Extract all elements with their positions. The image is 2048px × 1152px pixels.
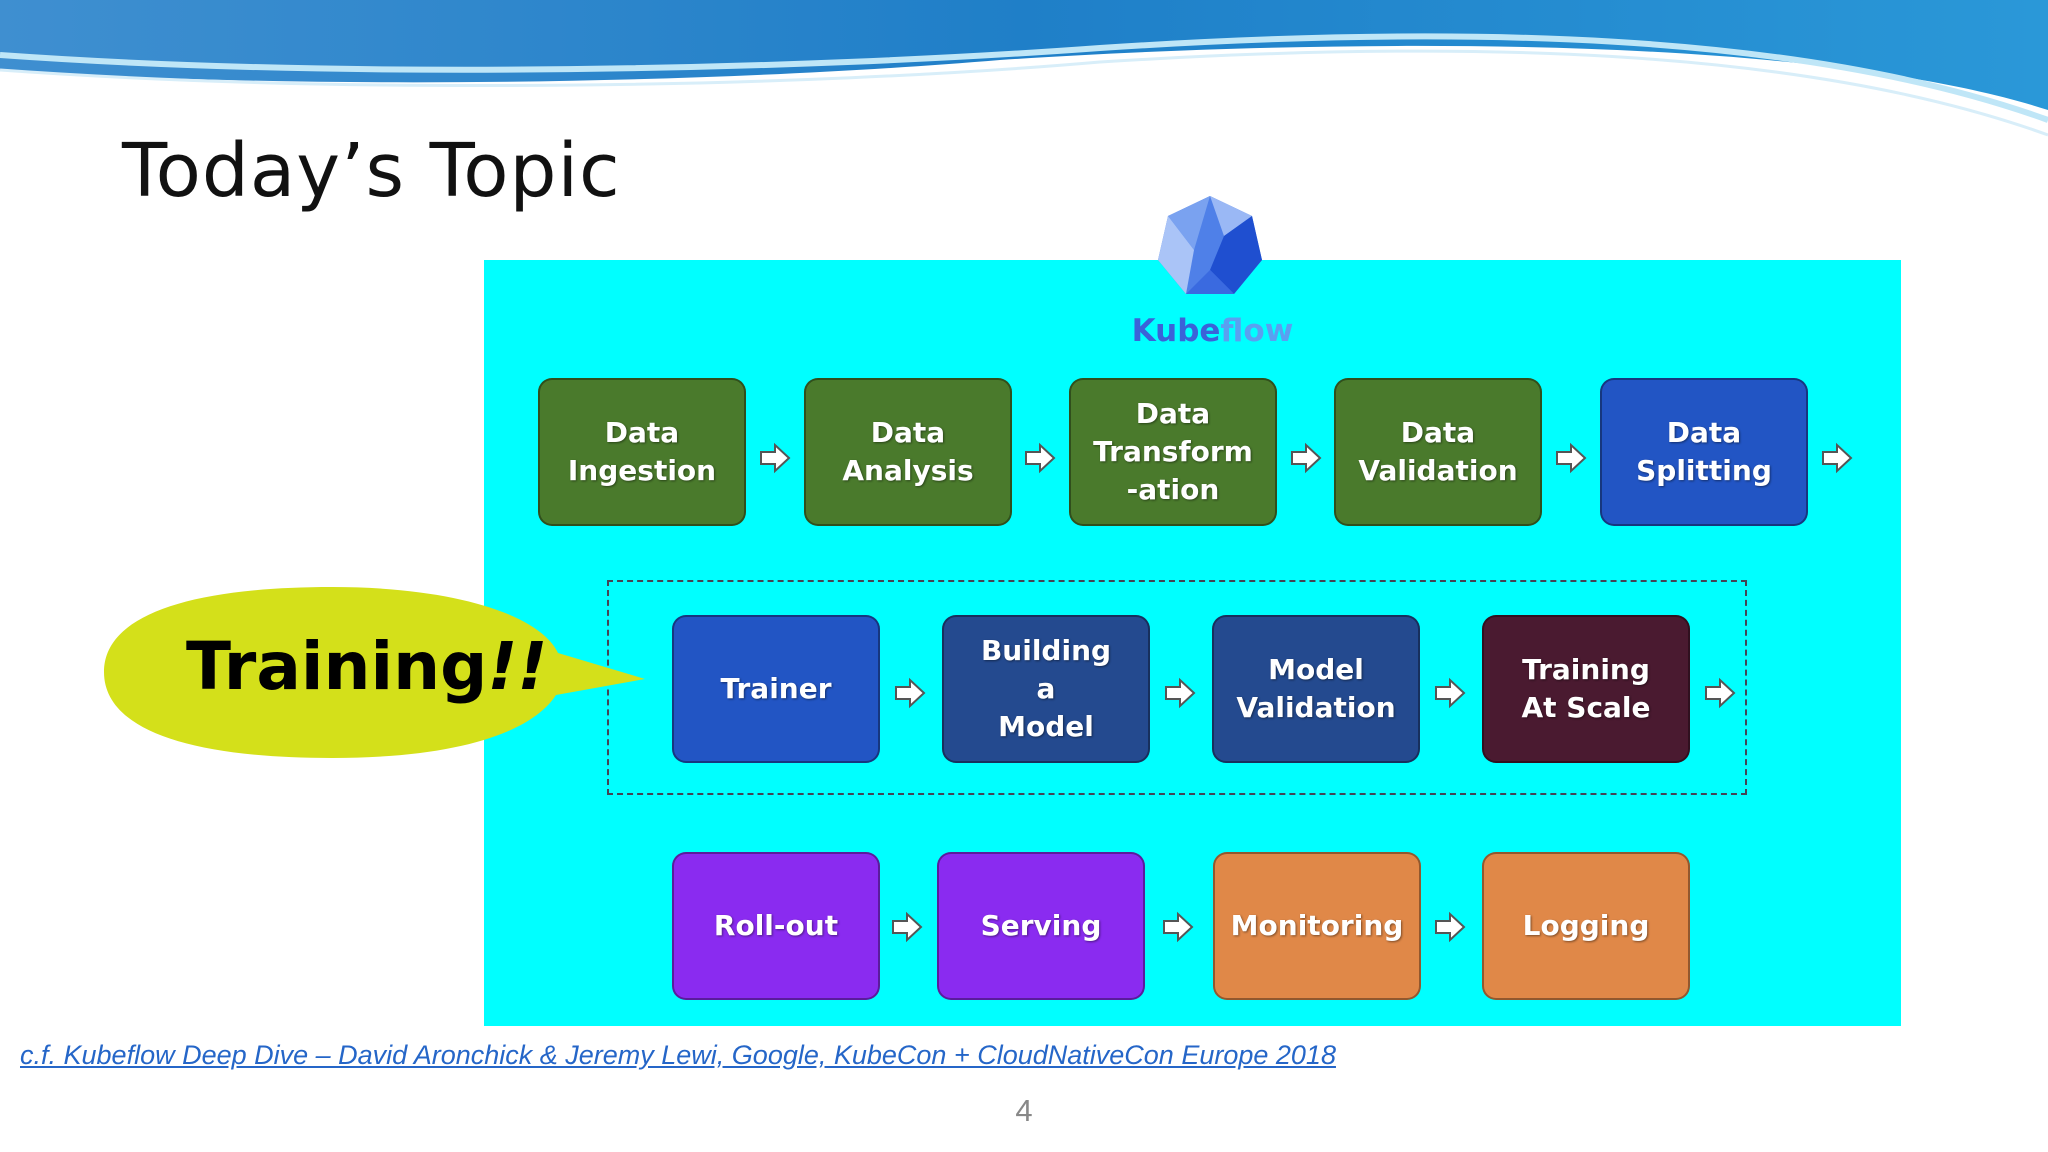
arrow-right-icon [1435, 677, 1466, 709]
kubeflow-logo-text: Kubeflow [1100, 313, 1325, 349]
step-monitoring: Monitoring [1213, 852, 1421, 1000]
page-number: 4 [1015, 1093, 1033, 1128]
arrow-right-icon [892, 911, 923, 943]
step-building-a-model: Building a Model [942, 615, 1150, 763]
callout-word: Training [186, 628, 488, 705]
logo-text-kube: Kube [1131, 313, 1221, 349]
step-logging: Logging [1482, 852, 1690, 1000]
arrow-right-icon [1705, 677, 1736, 709]
step-data-transformation: Data Transform -ation [1069, 378, 1277, 526]
step-data-analysis: Data Analysis [804, 378, 1012, 526]
training-callout-text: Training!! [186, 628, 548, 705]
arrow-right-icon [1025, 442, 1056, 474]
arrow-right-icon [1822, 442, 1853, 474]
arrow-right-icon [1165, 677, 1196, 709]
citation-link[interactable]: c.f. Kubeflow Deep Dive – David Aronchic… [20, 1040, 1336, 1070]
step-serving: Serving [937, 852, 1145, 1000]
arrow-right-icon [895, 677, 926, 709]
kubeflow-logo-icon [1158, 196, 1262, 294]
arrow-right-icon [760, 442, 791, 474]
arrow-right-icon [1163, 911, 1194, 943]
logo-text-flow: flow [1220, 313, 1294, 349]
step-data-ingestion: Data Ingestion [538, 378, 746, 526]
slide-title: Today’s Topic [122, 128, 621, 214]
training-highlight-box [607, 580, 1747, 795]
step-training-at-scale: Training At Scale [1482, 615, 1690, 763]
step-trainer: Trainer [672, 615, 880, 763]
callout-emphasis: !! [487, 628, 548, 705]
arrow-right-icon [1291, 442, 1322, 474]
step-data-validation: Data Validation [1334, 378, 1542, 526]
arrow-right-icon [1556, 442, 1587, 474]
training-speech-bubble [104, 587, 645, 758]
step-model-validation: Model Validation [1212, 615, 1420, 763]
header-wave [0, 0, 2048, 137]
step-roll-out: Roll-out [672, 852, 880, 1000]
step-data-splitting: Data Splitting [1600, 378, 1808, 526]
arrow-right-icon [1435, 911, 1466, 943]
